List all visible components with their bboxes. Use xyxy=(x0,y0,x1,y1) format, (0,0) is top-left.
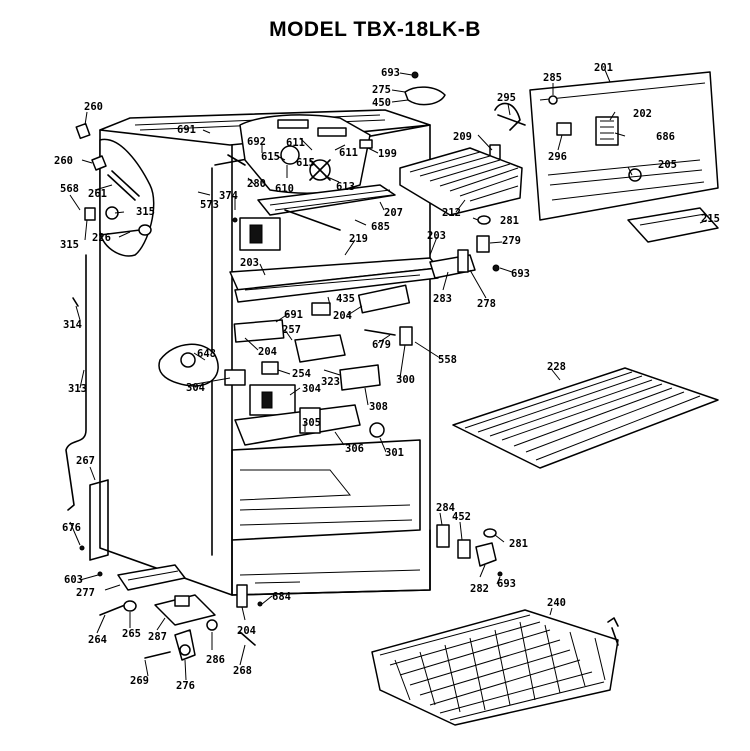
drain-tube xyxy=(65,254,87,511)
label-278: 278 xyxy=(477,298,496,310)
label-203: 203 xyxy=(240,257,259,269)
label-201: 201 xyxy=(594,62,613,74)
label-276: 276 xyxy=(176,680,195,692)
label-203: 203 xyxy=(427,230,446,242)
label-277: 277 xyxy=(76,587,95,599)
label-285: 285 xyxy=(543,72,562,84)
label-300: 300 xyxy=(396,374,415,386)
label-265: 265 xyxy=(122,628,141,640)
label-568: 568 xyxy=(60,183,79,195)
label-281: 281 xyxy=(500,215,519,227)
label-269: 269 xyxy=(130,675,149,687)
label-287: 287 xyxy=(148,631,167,643)
evaporator-assembly xyxy=(239,184,396,251)
label-207: 207 xyxy=(384,207,403,219)
label-226: 226 xyxy=(92,232,111,244)
label-301: 301 xyxy=(385,447,404,459)
label-283: 283 xyxy=(433,293,452,305)
label-296: 296 xyxy=(548,151,567,163)
refrigerator-shelf xyxy=(452,367,719,469)
label-282: 282 xyxy=(470,583,489,595)
label-240: 240 xyxy=(547,597,566,609)
label-254: 254 xyxy=(292,368,311,380)
label-573: 573 xyxy=(200,199,219,211)
bottom-left-parts xyxy=(79,545,263,661)
label-610: 610 xyxy=(275,183,294,195)
top-right-parts xyxy=(399,71,526,279)
label-260: 260 xyxy=(84,101,103,113)
label-686: 686 xyxy=(656,131,675,143)
label-304: 304 xyxy=(186,382,205,394)
label-284: 284 xyxy=(436,502,455,514)
label-202: 202 xyxy=(633,108,652,120)
label-267: 267 xyxy=(76,455,95,467)
label-315: 315 xyxy=(60,239,79,251)
label-693: 693 xyxy=(381,67,400,79)
label-314: 314 xyxy=(63,319,82,331)
label-679: 679 xyxy=(372,339,391,351)
label-693: 693 xyxy=(497,578,516,590)
label-692: 692 xyxy=(247,136,266,148)
label-648: 648 xyxy=(197,348,216,360)
page-title: MODEL TBX-18LK-B xyxy=(269,18,481,41)
label-308: 308 xyxy=(369,401,388,413)
label-615: 615 xyxy=(296,157,315,169)
label-281: 281 xyxy=(509,538,528,550)
control-panel xyxy=(529,71,719,243)
label-615: 615 xyxy=(261,151,280,163)
leader-lines xyxy=(69,69,708,681)
label-450: 450 xyxy=(372,97,391,109)
label-268: 268 xyxy=(233,665,252,677)
label-374: 374 xyxy=(219,190,238,202)
label-306: 306 xyxy=(345,443,364,455)
label-611: 611 xyxy=(339,147,358,159)
label-286: 286 xyxy=(206,654,225,666)
label-261: 261 xyxy=(88,188,107,200)
label-279: 279 xyxy=(502,235,521,247)
label-204: 204 xyxy=(333,310,352,322)
label-204: 204 xyxy=(237,625,256,637)
label-315: 315 xyxy=(136,206,155,218)
crisper-basket xyxy=(371,609,619,726)
label-257: 257 xyxy=(282,324,301,336)
label-219: 219 xyxy=(349,233,368,245)
left-hinge-assembly xyxy=(75,122,155,257)
part-labels: 693 275 450 295 285 201 260 260 691 692 … xyxy=(54,62,720,692)
label-452: 452 xyxy=(452,511,471,523)
label-676: 676 xyxy=(62,522,81,534)
label-204: 204 xyxy=(258,346,277,358)
label-685: 685 xyxy=(371,221,390,233)
label-260: 260 xyxy=(54,155,73,167)
label-611: 611 xyxy=(286,137,305,149)
label-264: 264 xyxy=(88,634,107,646)
label-280: 280 xyxy=(247,178,266,190)
label-558: 558 xyxy=(438,354,457,366)
label-215: 215 xyxy=(701,213,720,225)
label-693: 693 xyxy=(511,268,530,280)
label-603: 603 xyxy=(64,574,83,586)
top-fan-assembly xyxy=(227,114,373,223)
label-323: 323 xyxy=(321,376,340,388)
label-212: 212 xyxy=(442,207,461,219)
label-199: 199 xyxy=(378,148,397,160)
label-435: 435 xyxy=(336,293,355,305)
label-684: 684 xyxy=(272,591,291,603)
label-304: 304 xyxy=(302,383,321,395)
label-205: 205 xyxy=(658,159,677,171)
label-691: 691 xyxy=(177,124,196,136)
label-691: 691 xyxy=(284,309,303,321)
label-613: 613 xyxy=(336,181,355,193)
label-275: 275 xyxy=(372,84,391,96)
label-209: 209 xyxy=(453,131,472,143)
label-295: 295 xyxy=(497,92,516,104)
label-305: 305 xyxy=(302,417,321,429)
label-313: 313 xyxy=(68,383,87,395)
lower-right-parts xyxy=(436,524,503,577)
label-228: 228 xyxy=(547,361,566,373)
